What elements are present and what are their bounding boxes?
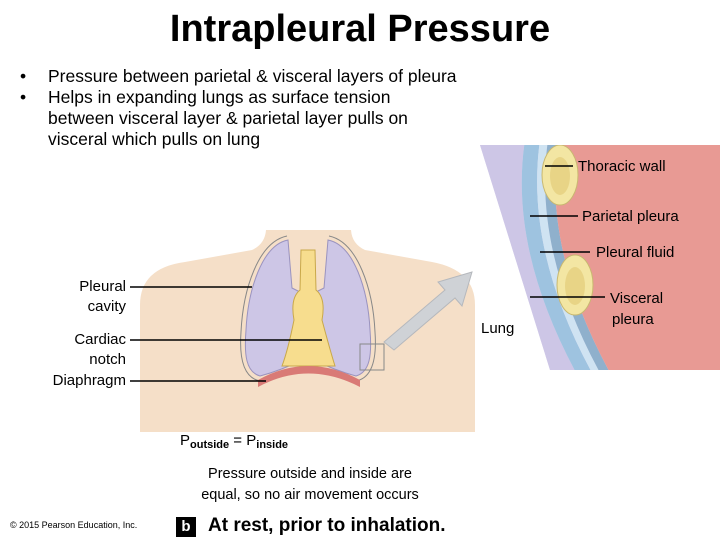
label-cardiac-notch: notch bbox=[89, 351, 126, 368]
bullet-icon: • bbox=[20, 66, 27, 86]
label-thoracic-wall: Thoracic wall bbox=[578, 158, 666, 175]
panel-caption: At rest, prior to inhalation. bbox=[208, 515, 446, 536]
bullet-text: Helps in expanding lungs as surface tens… bbox=[48, 87, 408, 149]
panel-badge: b bbox=[176, 517, 196, 537]
copyright-notice: © 2015 Pearson Education, Inc. bbox=[10, 520, 138, 530]
label-lung: Lung bbox=[481, 320, 515, 337]
bullet-icon: • bbox=[20, 87, 27, 107]
mediastinum bbox=[281, 249, 336, 367]
bullet-item: • Helps in expanding lungs as surface ten… bbox=[20, 87, 460, 150]
zoom-box bbox=[359, 343, 385, 371]
slide-title: Intrapleural Pressure bbox=[169, 8, 551, 50]
rib bbox=[565, 267, 585, 305]
diaphragm bbox=[258, 366, 360, 387]
label-visceral-pleura: pleura bbox=[612, 311, 654, 328]
bullet-item: • Pressure between parietal & visceral la… bbox=[20, 66, 460, 87]
label-visceral-pleura: Visceral bbox=[610, 290, 664, 307]
label-cardiac-notch: Cardiac bbox=[74, 331, 126, 348]
visceral-pleura-layer bbox=[521, 145, 596, 370]
label-pleural-cavity: cavity bbox=[87, 298, 126, 315]
label-parietal-pleura: Parietal pleura bbox=[582, 208, 679, 225]
bullet-text: Pressure between parietal & visceral lay… bbox=[48, 66, 457, 86]
label-pleural-fluid: Pleural fluid bbox=[596, 244, 675, 261]
zoom-arrow bbox=[383, 271, 473, 351]
pleural-cavity-outline bbox=[240, 235, 288, 382]
label-pleural-cavity: Pleural bbox=[79, 278, 126, 295]
thoracic-wall-muscle bbox=[555, 145, 720, 370]
pressure-description: Pressure outside and inside are equal, s… bbox=[201, 466, 419, 503]
rib bbox=[550, 157, 570, 195]
pleural-cavity-outline bbox=[328, 235, 376, 382]
pressure-equation: Poutside = Pinside bbox=[180, 432, 289, 451]
bullet-list: • Pressure between parietal & visceral la… bbox=[20, 66, 460, 150]
label-diaphragm: Diaphragm bbox=[52, 372, 126, 389]
